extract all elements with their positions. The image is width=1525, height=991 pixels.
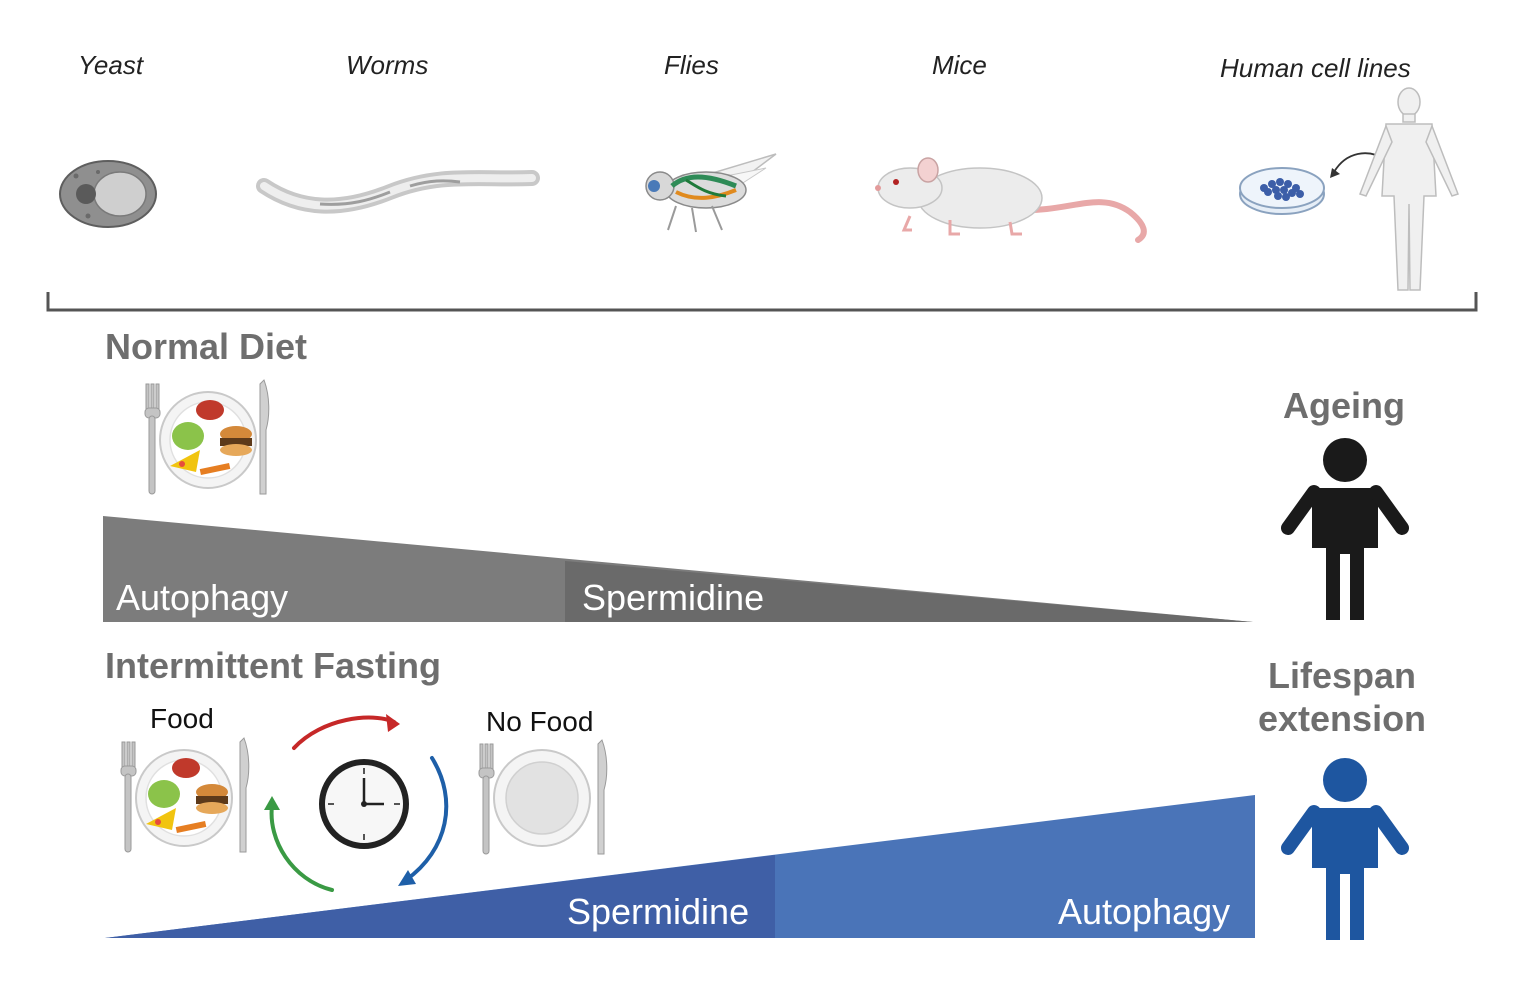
normal-diet-spermidine-label: Spermidine xyxy=(582,577,765,618)
plate-with-food-icon xyxy=(120,737,250,853)
fasting-spermidine-label: Spermidine xyxy=(567,891,750,932)
label-yeast: Yeast xyxy=(78,50,144,80)
food-label: Food xyxy=(150,703,214,734)
lifespan-extension-label: Lifespan extension xyxy=(1258,654,1426,740)
clock-icon xyxy=(319,759,409,849)
clock-cycle-icon xyxy=(264,714,449,892)
fasting-autophagy-label: Autophagy xyxy=(1058,891,1231,932)
normal-diet-title: Normal Diet xyxy=(105,326,308,367)
petri-dish-icon xyxy=(1239,167,1325,215)
lifespan-line2: extension xyxy=(1258,698,1427,739)
empty-plate-icon xyxy=(478,739,608,855)
label-flies: Flies xyxy=(664,50,719,80)
organism-bracket xyxy=(46,292,1478,312)
normal-diet-autophagy-label: Autophagy xyxy=(116,577,289,618)
person-icon xyxy=(1281,438,1409,620)
worm-icon xyxy=(256,170,540,214)
label-worms: Worms xyxy=(346,50,429,80)
mouse-icon xyxy=(875,157,1147,243)
label-human-cell-lines: Human cell lines xyxy=(1220,53,1411,83)
lifespan-line1: Lifespan xyxy=(1267,655,1417,696)
yeast-cell-icon xyxy=(59,160,157,228)
plate-with-food-icon xyxy=(144,379,270,495)
human-body-icon xyxy=(1359,87,1459,291)
person-icon xyxy=(1281,758,1409,940)
fasting-wedge xyxy=(105,795,1255,938)
no-food-label: No Food xyxy=(486,706,594,737)
ageing-label: Ageing xyxy=(1283,385,1405,426)
label-mice: Mice xyxy=(932,50,987,80)
fly-icon xyxy=(645,153,777,233)
intermittent-fasting-title: Intermittent Fasting xyxy=(105,645,442,686)
normal-diet-wedge xyxy=(103,516,1253,622)
